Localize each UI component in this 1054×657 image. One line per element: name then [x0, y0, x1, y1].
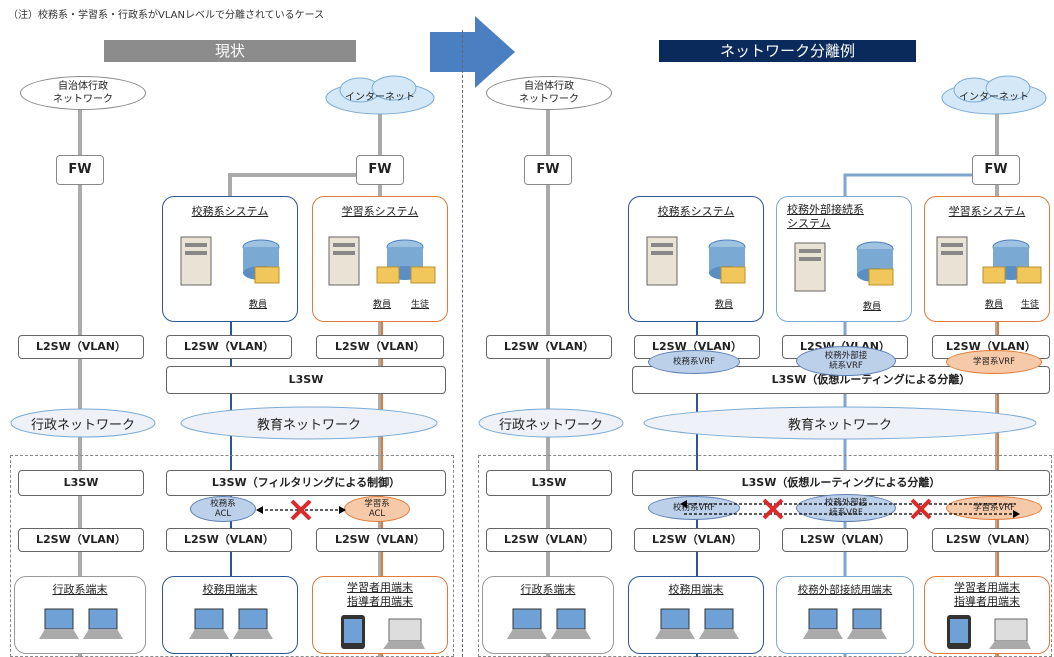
school-system-right: 校務系システム 教員 — [628, 196, 764, 322]
database-icon — [376, 239, 436, 284]
teacher-label: 教員 — [373, 300, 392, 310]
server-icon — [794, 242, 826, 292]
term-learn-right: 学習者用端末 指導者用端末 — [924, 576, 1050, 654]
vrf-learn-top: 学習系VRF — [946, 350, 1042, 374]
header-current: 現状 — [104, 40, 356, 62]
term-admin-left: 行政系端末 — [14, 576, 146, 654]
teacher-label: 教員 — [985, 300, 1004, 310]
internet-label: インターネット — [959, 92, 1029, 103]
school-system-left: 校務系システム 教員 — [162, 196, 298, 322]
fw-to-school-left — [228, 173, 380, 200]
l2sw-right-learn-bottom: L2SW（VLAN） — [932, 528, 1050, 552]
term-learn-left: 学習者用端末 指導者用端末 — [312, 576, 448, 654]
vrf-learn-bottom: 学習系VRF — [946, 496, 1042, 520]
database-icon — [242, 239, 280, 284]
l2sw-left-admin-top: L2SW（VLAN） — [18, 335, 144, 359]
internet-cloud-icon — [325, 75, 435, 115]
laptop-icon — [655, 608, 739, 639]
admin-network-label: 行政ネットワーク — [498, 418, 603, 433]
learn-system-left: 学習系システム 教員 生徒 — [312, 196, 448, 322]
l2sw-left-school-top: L2SW（VLAN） — [166, 335, 292, 359]
l3sw-left-admin-bottom: L3SW — [18, 470, 144, 496]
admin-network-cloud — [478, 408, 624, 438]
l2sw-right-school-bottom: L2SW（VLAN） — [634, 528, 760, 552]
learn-system-right: 学習系システム 教員 生徒 — [924, 196, 1050, 322]
term-learn-title: 学習者用端末 指導者用端末 — [347, 581, 413, 608]
term-ext-right: 校務外部接続用端末 — [776, 576, 914, 654]
edu-network-cloud — [180, 406, 438, 440]
gov-net-cloud: 自治体行政 ネットワーク — [486, 76, 612, 110]
l2sw-left-learn-bottom: L2SW（VLAN） — [316, 528, 444, 552]
ext-system-title: 校務外部接続系 システム — [787, 203, 864, 230]
student-label: 生徒 — [411, 300, 430, 310]
laptop-icon — [803, 608, 887, 639]
l2sw-right-ext-bottom: L2SW（VLAN） — [782, 528, 908, 552]
l2sw-right-admin-bottom: L2SW（VLAN） — [486, 528, 612, 552]
edu-network-label: 教育ネットワーク — [256, 418, 361, 433]
acl-learn: 学習系 ACL — [344, 496, 410, 522]
fw-left-admin: FW — [56, 155, 104, 185]
l2sw-right-admin-top: L2SW（VLAN） — [486, 335, 612, 359]
l3sw-right-virtual: L3SW（仮想ルーティングによる分離） — [632, 470, 1050, 496]
term-school-title: 校務用端末 — [202, 583, 258, 596]
teacher-label: 教員 — [715, 300, 734, 310]
laptop-icon — [507, 608, 591, 639]
server-icon — [646, 236, 678, 286]
teacher-label: 教員 — [863, 302, 882, 312]
header-example: ネットワーク分離例 — [659, 40, 916, 62]
fw-right-admin: FW — [524, 155, 572, 185]
vrf-school-bottom: 校務系VRF — [648, 496, 740, 520]
database-icon — [856, 241, 894, 286]
laptop-icon — [39, 608, 123, 639]
transition-arrow — [430, 16, 515, 88]
ext-system-right: 校務外部接続系 システム 教員 — [776, 196, 912, 322]
term-admin-title: 行政系端末 — [520, 583, 576, 596]
section-divider — [462, 30, 463, 657]
gov-net-cloud: 自治体行政 ネットワーク — [20, 76, 146, 110]
database-icon — [708, 239, 746, 284]
school-system-title: 校務系システム — [191, 205, 269, 218]
fw-to-ext-right — [843, 173, 997, 200]
note-text: （注）校務系・学習系・行政系がVLANレベルで分離されているケース — [8, 10, 325, 21]
l2sw-left-admin-bottom: L2SW（VLAN） — [18, 528, 144, 552]
student-label: 生徒 — [1021, 300, 1040, 310]
learn-system-title: 学習系システム — [341, 205, 419, 218]
vrf-block-arrows — [680, 498, 1020, 520]
fw-right-internet: FW — [972, 155, 1020, 185]
term-learn-title: 学習者用端末 指導者用端末 — [954, 581, 1020, 608]
term-ext-title: 校務外部接続用端末 — [797, 584, 893, 596]
term-school-left: 校務用端末 — [162, 576, 298, 654]
server-icon — [180, 236, 212, 286]
laptop-icon — [189, 608, 273, 639]
teacher-label: 教員 — [249, 300, 268, 310]
edu-network-cloud — [643, 406, 1037, 440]
server-icon — [936, 236, 968, 286]
l2sw-left-school-bottom: L2SW（VLAN） — [166, 528, 292, 552]
server-icon — [328, 236, 360, 286]
fw-left-internet: FW — [356, 155, 404, 185]
acl-block-arrow — [256, 500, 346, 520]
l3sw-right-admin-bottom: L3SW — [486, 470, 612, 496]
admin-network-label: 行政ネットワーク — [30, 418, 135, 433]
term-admin-title: 行政系端末 — [52, 583, 108, 596]
admin-network-cloud — [10, 408, 156, 438]
tablet-icon — [341, 615, 425, 649]
l3sw-left-top: L3SW — [166, 366, 446, 394]
l2sw-left-learn-top: L2SW（VLAN） — [316, 335, 444, 359]
tablet-icon — [947, 615, 1031, 649]
term-school-title: 校務用端末 — [668, 583, 724, 596]
database-icon — [982, 239, 1042, 284]
vrf-ext-bottom: 校務外部接 続系VRF — [796, 494, 896, 522]
internet-label: インターネット — [345, 92, 415, 103]
vrf-ext-top: 校務外部接 続系VRF — [796, 346, 896, 376]
vrf-school-top: 校務系VRF — [648, 350, 740, 374]
l3sw-left-filter: L3SW（フィルタリングによる制御） — [166, 470, 446, 496]
learn-system-title: 学習系システム — [948, 205, 1026, 218]
term-school-right: 校務用端末 — [628, 576, 764, 654]
term-admin-right: 行政系端末 — [482, 576, 614, 654]
school-system-title: 校務系システム — [657, 205, 735, 218]
acl-school: 校務系 ACL — [190, 496, 256, 522]
internet-cloud-icon — [941, 75, 1047, 115]
edu-network-label: 教育ネットワーク — [787, 418, 892, 433]
